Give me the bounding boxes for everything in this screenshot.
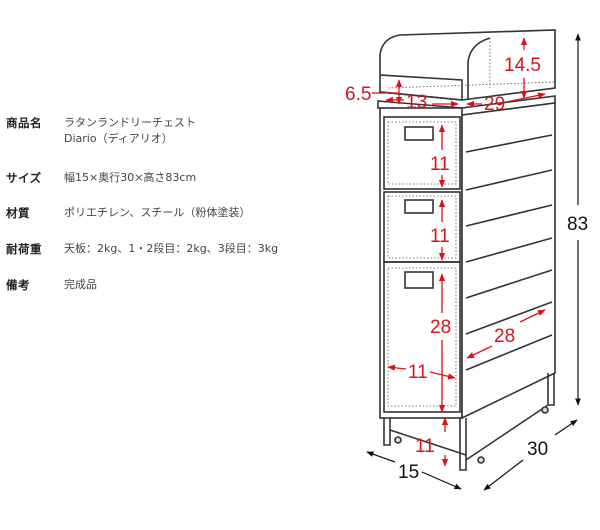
spec-value-line: 天板：2kg、1・2段目：2kg、3段目：3kg: [64, 242, 279, 255]
spec-row-material: 材質 ポリエチレン、スチール（粉体塗装）: [6, 205, 326, 221]
spec-value: 幅15×奥行30×高さ83cm: [64, 170, 196, 186]
chest-outline: [377, 29, 556, 471]
spec-key: 商品名: [6, 116, 42, 130]
dim-label-top-shelf-depth: 29: [484, 94, 505, 115]
dim-label-drawer3-depth: 28: [494, 326, 515, 347]
dim-label-outer-width: 15: [398, 462, 419, 483]
dim-label-drawer3-width: 11: [408, 362, 428, 383]
dim-label-leg-clearance: 11: [415, 436, 435, 457]
spec-value-line: ポリエチレン、スチール（粉体塗装）: [64, 206, 251, 219]
spec-row-product-name: 商品名 ラタンランドリーチェスト Diario（ディアリオ）: [6, 115, 326, 147]
spec-row-notes: 備考 完成品: [6, 277, 326, 293]
spec-value: 完成品: [64, 277, 97, 293]
outer-dimension-arrows: [366, 33, 581, 491]
spec-key: 耐荷重: [6, 242, 42, 256]
spec-value: ラタンランドリーチェスト Diario（ディアリオ）: [64, 115, 196, 147]
spec-value-line: Diario（ディアリオ）: [64, 132, 173, 145]
dim-label-top-shelf-front-height: 6.5: [345, 84, 371, 105]
dim-label-top-rear-height: 14.5: [504, 55, 541, 76]
spec-row-size: サイズ 幅15×奥行30×高さ83cm: [6, 170, 326, 186]
spec-key: サイズ: [6, 171, 42, 185]
inner-dimension-arrows: [372, 37, 546, 467]
inner-guides: [387, 38, 556, 407]
spec-value-line: 幅15×奥行30×高さ83cm: [64, 171, 197, 184]
spec-value: 天板：2kg、1・2段目：2kg、3段目：3kg: [64, 241, 278, 257]
spec-row-load-capacity: 耐荷重 天板：2kg、1・2段目：2kg、3段目：3kg: [6, 241, 326, 257]
spec-key: 材質: [6, 206, 30, 220]
dim-label-drawer2-height: 11: [430, 226, 450, 247]
dim-label-drawer3-height: 28: [430, 317, 451, 338]
spec-key: 備考: [6, 278, 30, 292]
spec-value-line: ラタンランドリーチェスト: [64, 116, 196, 129]
spec-value-line: 完成品: [64, 278, 97, 291]
dim-label-outer-height: 83: [567, 214, 588, 235]
spec-value: ポリエチレン、スチール（粉体塗装）: [64, 205, 250, 221]
dim-label-top-shelf-width: 13: [406, 92, 427, 113]
dim-label-drawer1-height: 11: [430, 154, 450, 175]
dim-label-outer-depth: 30: [527, 439, 548, 460]
